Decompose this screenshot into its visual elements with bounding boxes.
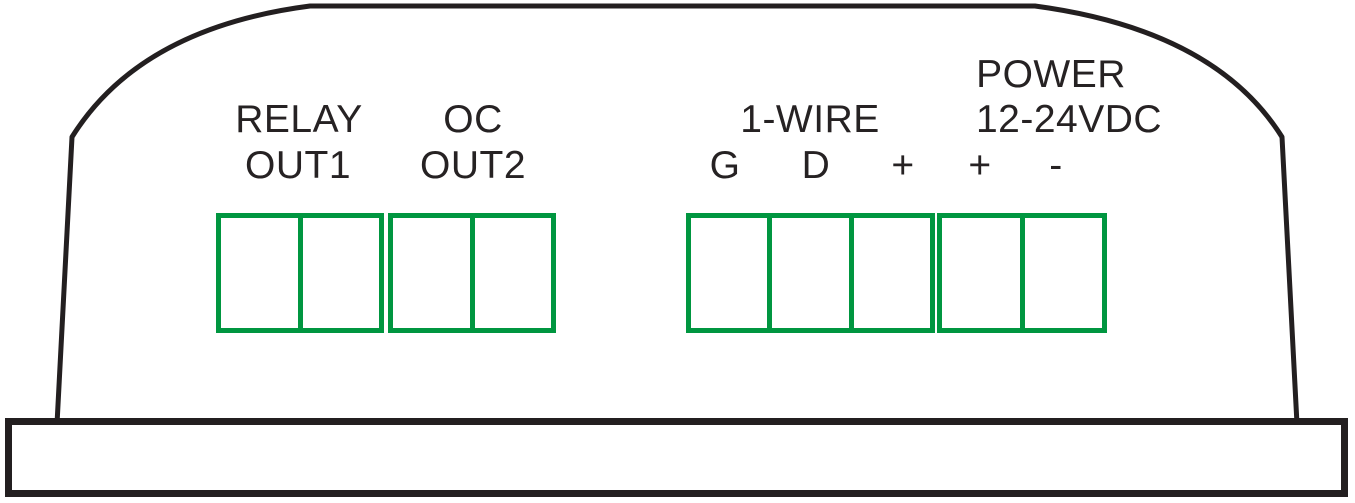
label-1-wire: 1-WIRE — [740, 98, 880, 141]
label-pin-minus-power: - — [1049, 144, 1063, 187]
terminal-block-power — [937, 213, 1107, 333]
terminal-cell — [942, 218, 1020, 328]
label-oc: OC — [443, 98, 503, 141]
terminal-cell — [469, 218, 552, 328]
terminal-cell — [848, 218, 930, 328]
terminal-cell — [297, 218, 380, 328]
label-relay: RELAY — [235, 98, 363, 141]
terminal-block-oc-out2 — [388, 213, 556, 333]
enclosure-base-plate — [5, 418, 1348, 497]
terminal-block-one-wire — [686, 213, 935, 333]
terminal-cell — [691, 218, 767, 328]
terminal-cell — [393, 218, 470, 328]
terminal-block-relay-out1 — [216, 213, 384, 333]
label-power: POWER — [976, 53, 1126, 96]
label-pin-g: G — [709, 144, 741, 187]
label-pin-plus-1wire: + — [891, 144, 915, 187]
label-pin-d: D — [801, 144, 831, 187]
label-out2: OUT2 — [419, 144, 527, 187]
terminal-cell — [1019, 218, 1103, 328]
label-power-voltage: 12-24VDC — [975, 98, 1163, 141]
label-pin-plus-power: + — [968, 144, 992, 187]
enclosure-shell-outline — [54, 3, 1300, 425]
label-out1: OUT1 — [244, 144, 352, 187]
terminal-cell — [221, 218, 298, 328]
terminal-cell — [767, 218, 848, 328]
